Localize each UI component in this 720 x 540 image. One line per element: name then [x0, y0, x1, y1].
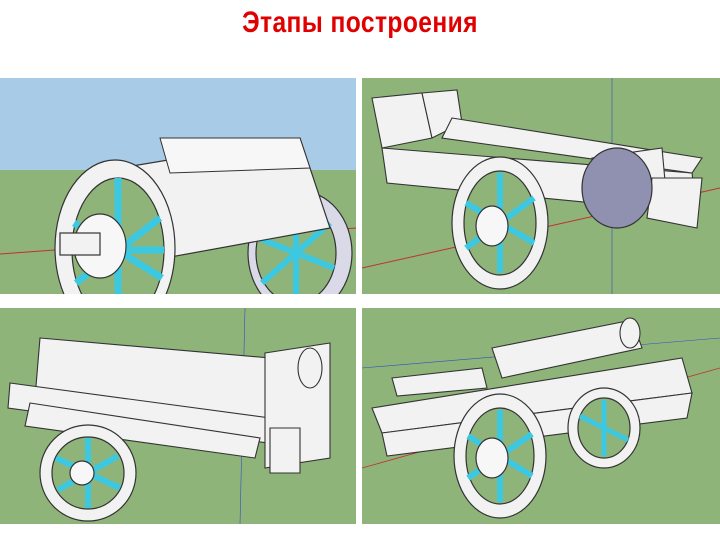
- slide-title: Этапы построения: [242, 6, 478, 39]
- cannon-frame-icon: [362, 78, 720, 294]
- stage-2-panel: [362, 78, 720, 294]
- stage-3-panel: [0, 308, 356, 524]
- cannon-assembled-icon: [362, 308, 720, 524]
- cannon-top-view-icon: [0, 308, 356, 524]
- stage-1-panel: [0, 78, 356, 294]
- cannon-wheels-icon: [0, 78, 356, 294]
- stage-4-panel: [362, 308, 720, 524]
